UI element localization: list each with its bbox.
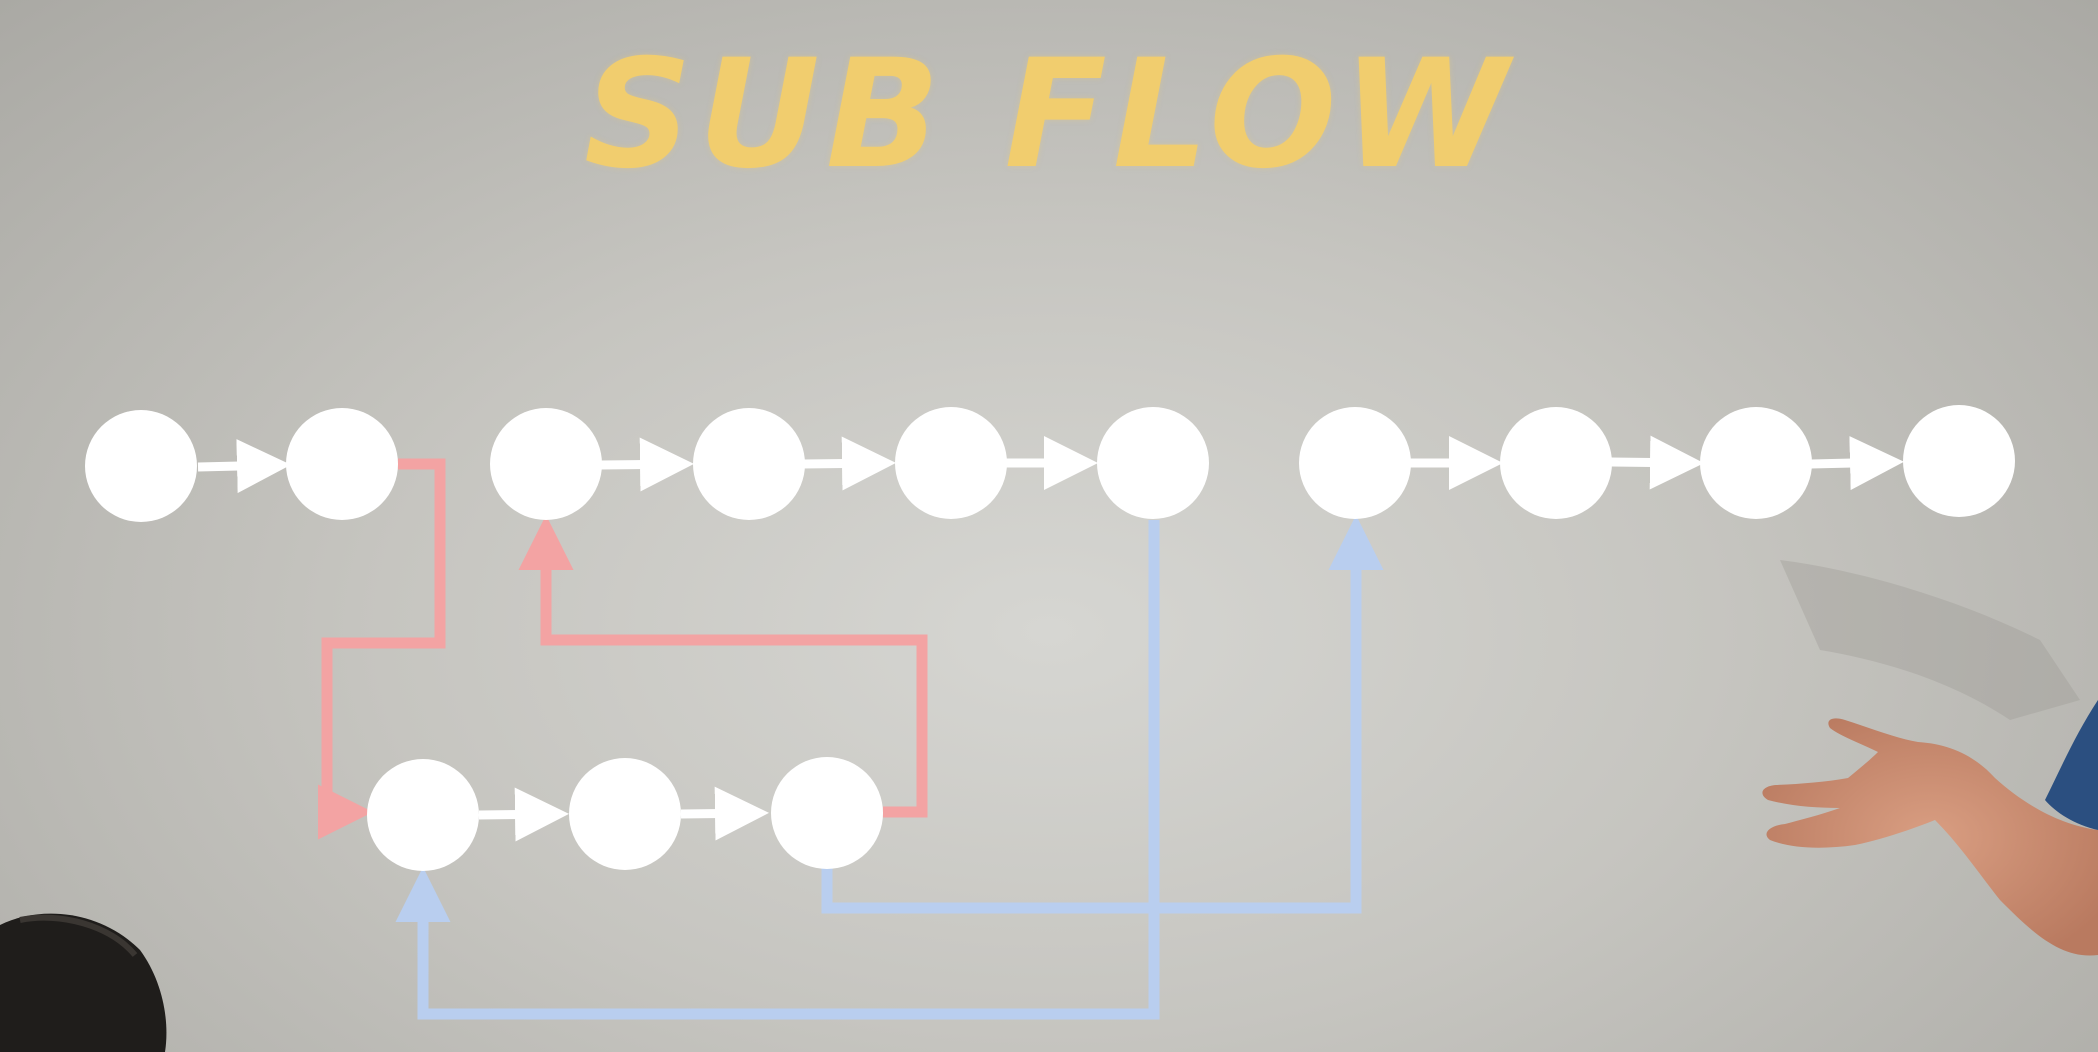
blue-branch-return-arrow [821, 515, 1384, 914]
subflow-node [367, 759, 479, 871]
subflow-arrow [478, 787, 569, 842]
main-flow-arrow [1810, 436, 1904, 491]
sub-flow-nodes [367, 757, 883, 871]
main-flow-arrow [197, 439, 291, 494]
red-branch-return-arrow [518, 515, 928, 818]
subflow-node [771, 757, 883, 869]
main-flow-arrows [197, 435, 1904, 842]
main-flow-arrow [1610, 435, 1704, 490]
flow-node [85, 410, 197, 522]
main-flow-arrow [801, 436, 896, 491]
flow-node [693, 408, 805, 520]
audience-head [0, 913, 167, 1052]
blue-subflow-path [395, 515, 1384, 1020]
flow-node [1700, 407, 1812, 519]
slide-title: SUB FLOW [583, 28, 1515, 202]
subflow-node [569, 758, 681, 870]
flow-node [1500, 407, 1612, 519]
hand-shadow [1780, 560, 2080, 720]
main-flow-arrow [599, 437, 694, 492]
presenter-hand [1762, 560, 2098, 956]
hand [1762, 718, 2098, 956]
red-subflow-path [318, 458, 928, 840]
red-branch-out-arrow [318, 458, 446, 840]
flow-node [1299, 407, 1411, 519]
flow-node [1097, 407, 1209, 519]
sleeve [2045, 700, 2098, 830]
blue-branch-out-arrow [395, 520, 1160, 1020]
main-flow-nodes [85, 405, 2015, 522]
subflow-arrow [680, 786, 769, 841]
flow-node [490, 408, 602, 520]
flow-node [1903, 405, 2015, 517]
hair [0, 913, 167, 1052]
hair-highlight [19, 914, 138, 957]
flow-node [895, 407, 1007, 519]
flow-node [286, 408, 398, 520]
